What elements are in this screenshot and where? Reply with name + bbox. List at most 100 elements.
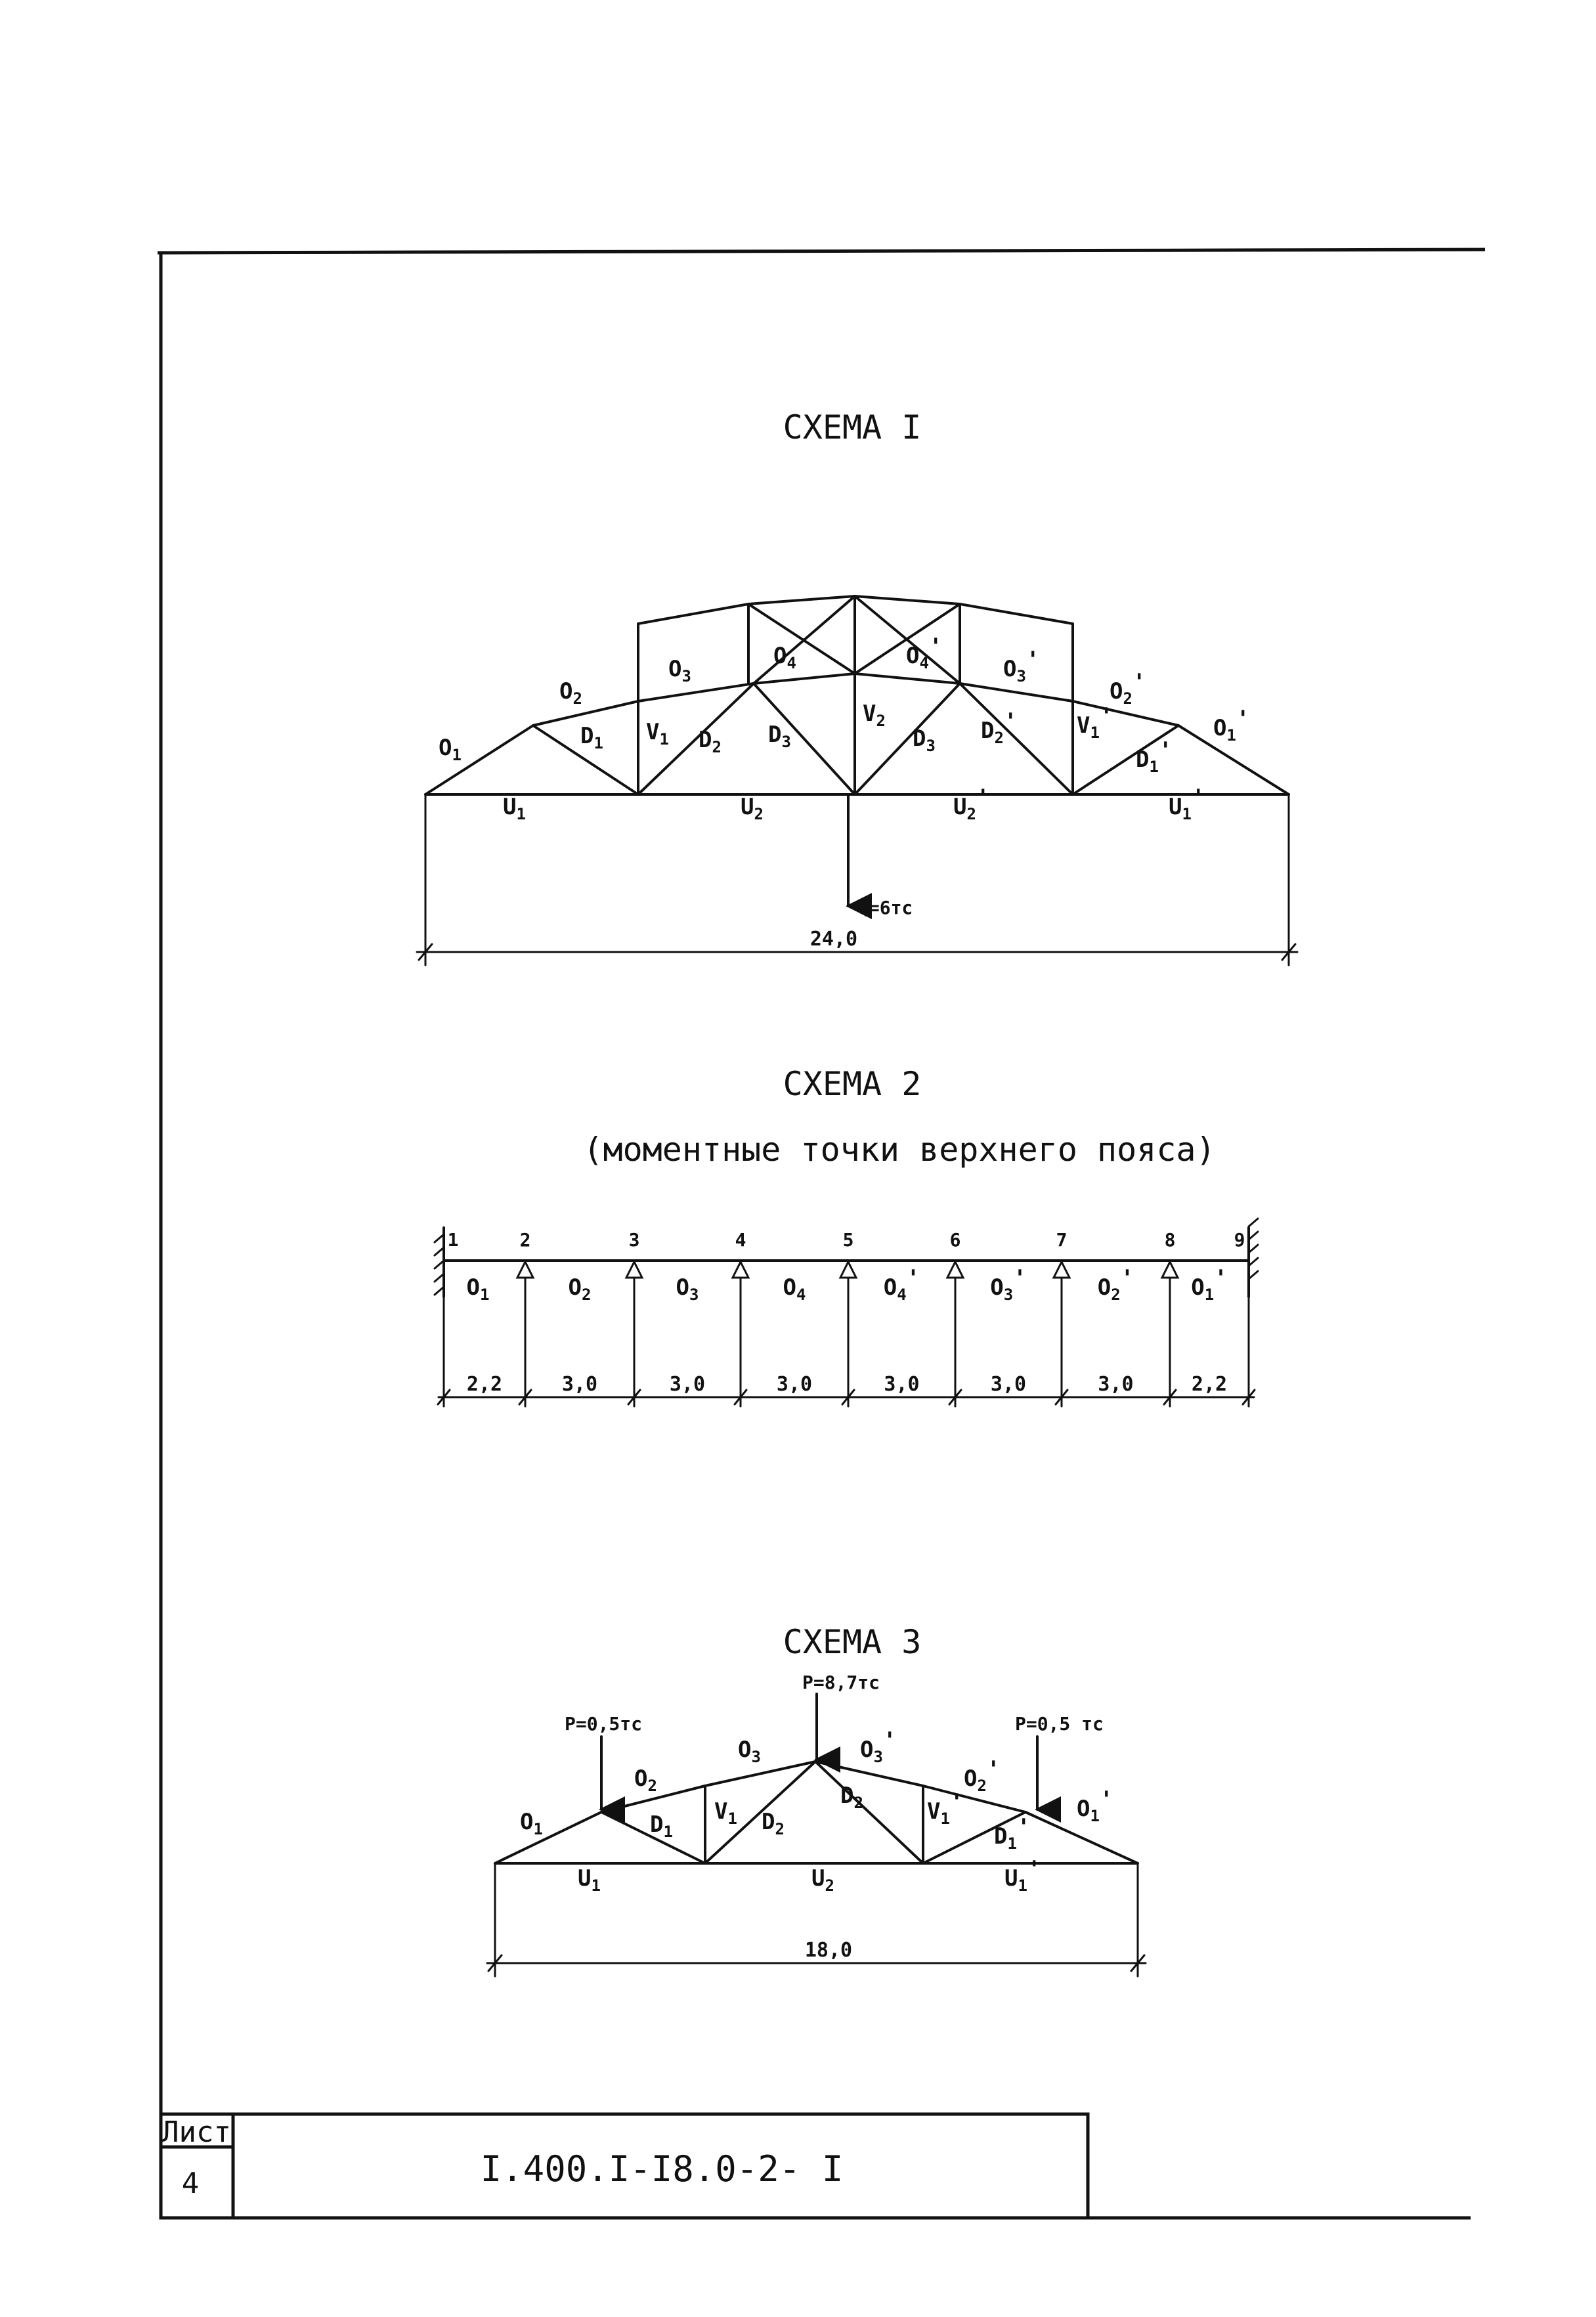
fixed-support-right-hatch bbox=[1247, 1217, 1259, 1280]
segment-member-label: O1' bbox=[1191, 1265, 1227, 1304]
label-O4-prime: O4' bbox=[906, 634, 942, 672]
schema-2-title: СХЕМА 2 bbox=[783, 1065, 922, 1103]
schema-1-truss bbox=[424, 595, 1290, 796]
segment-dimension-label: 3,0 bbox=[1098, 1373, 1133, 1396]
s3-label-O2-prime: O2' bbox=[964, 1756, 1000, 1795]
s3-label-O3-prime: O3' bbox=[860, 1727, 896, 1766]
dim-tick bbox=[627, 1389, 641, 1406]
label-U2-prime: U2' bbox=[953, 785, 989, 823]
dim-tick bbox=[948, 1389, 962, 1406]
sheet-frame bbox=[157, 248, 1486, 2220]
segment-dimension-label: 2,2 bbox=[467, 1373, 502, 1396]
s3-load-left-label: P=0,5тс bbox=[565, 1713, 642, 1735]
segment-member-label: O3' bbox=[990, 1265, 1026, 1304]
segment-member-label: O2' bbox=[1098, 1265, 1134, 1304]
s3-label-O3: O3 bbox=[738, 1737, 761, 1766]
sheet-label: Лист bbox=[162, 2115, 231, 2149]
node-number: 7 bbox=[1056, 1229, 1068, 1251]
s3-web-d2 bbox=[704, 1760, 817, 1865]
segment-dimension-label: 3,0 bbox=[884, 1373, 919, 1396]
dim-tick bbox=[437, 1389, 451, 1406]
support-triangle bbox=[515, 1259, 535, 1279]
schema-3-truss bbox=[494, 1760, 1139, 1865]
web-member-d3-prime bbox=[853, 682, 961, 796]
s3-web-d2-prime bbox=[814, 1760, 924, 1865]
s3-label-U1: U1 bbox=[578, 1865, 601, 1895]
lantern-brace-left-2 bbox=[752, 595, 856, 685]
s3-label-D2: D2 bbox=[762, 1809, 785, 1838]
s3-load-center-label: P=8,7тс bbox=[802, 1672, 880, 1693]
dim-tick bbox=[841, 1389, 855, 1406]
dim-tick bbox=[1054, 1389, 1069, 1406]
node-number: 6 bbox=[950, 1229, 961, 1251]
segment-member-label: O1 bbox=[467, 1274, 490, 1304]
s3-web-d1-prime bbox=[922, 1811, 1027, 1865]
s3-span-label: 18,0 bbox=[805, 1939, 852, 1962]
dim-tick bbox=[518, 1389, 532, 1406]
s3-dim-tick-right bbox=[1130, 1954, 1146, 1972]
document-code: I.400.I-I8.0-2- I bbox=[481, 2148, 844, 2190]
span-dimension: 24,0 bbox=[416, 793, 1299, 966]
web-member-d1 bbox=[532, 724, 639, 796]
s3-label-D2-prime: D2 bbox=[840, 1783, 863, 1812]
dim-tick bbox=[1241, 1389, 1256, 1406]
title-block: Лист 4 I.400.I-I8.0-2- I bbox=[159, 2112, 1090, 2220]
label-D3-prime: D3 bbox=[913, 725, 936, 755]
label-V1-prime: V1' bbox=[1077, 703, 1113, 742]
support-triangle bbox=[838, 1259, 858, 1279]
schema-3-title: СХЕМА 3 bbox=[783, 1623, 922, 1661]
s3-label-U1-prime: U1' bbox=[1004, 1856, 1041, 1895]
segment-dimension-label: 2,2 bbox=[1192, 1373, 1227, 1396]
node-number: 5 bbox=[843, 1229, 854, 1251]
s3-label-D1: D1 bbox=[650, 1811, 673, 1841]
support-triangle bbox=[1160, 1259, 1180, 1279]
segment-dimension-label: 3,0 bbox=[670, 1373, 705, 1396]
node-number: 3 bbox=[629, 1229, 640, 1251]
label-D2-prime: D2' bbox=[981, 708, 1017, 747]
label-O2-prime: O2' bbox=[1110, 669, 1146, 708]
segment-member-label: O4 bbox=[783, 1274, 806, 1304]
segment-member-label: O4' bbox=[884, 1265, 920, 1304]
s3-label-O2: O2 bbox=[634, 1765, 657, 1795]
segment-dimension-label: 3,0 bbox=[991, 1373, 1026, 1396]
title-block-border bbox=[159, 2112, 1090, 2220]
dim-tick-right bbox=[1281, 943, 1297, 961]
s3-label-U2: U2 bbox=[811, 1865, 834, 1895]
schema-1-title: СХЕМА I bbox=[783, 408, 922, 446]
sheet-number: 4 bbox=[182, 2167, 200, 2200]
schema-2-subtitle: (моментные точки верхнего пояса) bbox=[583, 1131, 1215, 1169]
load-label: Q=6тс bbox=[857, 897, 913, 919]
node-number: 9 bbox=[1234, 1229, 1245, 1251]
support-triangle bbox=[1052, 1259, 1071, 1279]
s3-label-V1: V1 bbox=[714, 1798, 737, 1828]
label-V2: V2 bbox=[863, 701, 886, 730]
web-member-d2 bbox=[637, 682, 755, 796]
frame-top-line bbox=[157, 248, 1486, 255]
label-U1: U1 bbox=[503, 794, 526, 823]
web-member-d3 bbox=[752, 682, 856, 796]
span-label: 24,0 bbox=[810, 928, 857, 951]
label-U2: U2 bbox=[741, 794, 764, 823]
s3-label-D1-prime: D1' bbox=[994, 1814, 1030, 1853]
segment-member-label: O3 bbox=[676, 1274, 699, 1304]
node-number: 2 bbox=[520, 1229, 531, 1251]
web-member-d1-prime bbox=[1071, 724, 1180, 796]
label-U1-prime: U1' bbox=[1169, 785, 1205, 823]
node-number: 4 bbox=[735, 1229, 746, 1251]
s3-label-V1-prime: V1' bbox=[927, 1789, 963, 1828]
support-triangle bbox=[624, 1259, 644, 1279]
node-number: 1 bbox=[448, 1229, 459, 1251]
s3-span-dimension: 18,0 bbox=[486, 1862, 1147, 1978]
node-number: 8 bbox=[1165, 1229, 1176, 1251]
label-O2: O2 bbox=[559, 678, 582, 708]
label-D2: D2 bbox=[699, 727, 722, 756]
support-triangle bbox=[731, 1259, 750, 1279]
label-D1-prime: D1' bbox=[1136, 737, 1172, 776]
schema-2: СХЕМА 2 (моментные точки верхнего пояса)… bbox=[433, 1065, 1259, 1408]
label-V1: V1 bbox=[646, 719, 669, 748]
s3-dim-tick-left bbox=[487, 1954, 503, 1972]
lantern-brace-right-2 bbox=[853, 595, 961, 685]
schema-1: СХЕМА I O1 bbox=[416, 408, 1299, 966]
label-O3-prime: O3' bbox=[1003, 647, 1039, 685]
